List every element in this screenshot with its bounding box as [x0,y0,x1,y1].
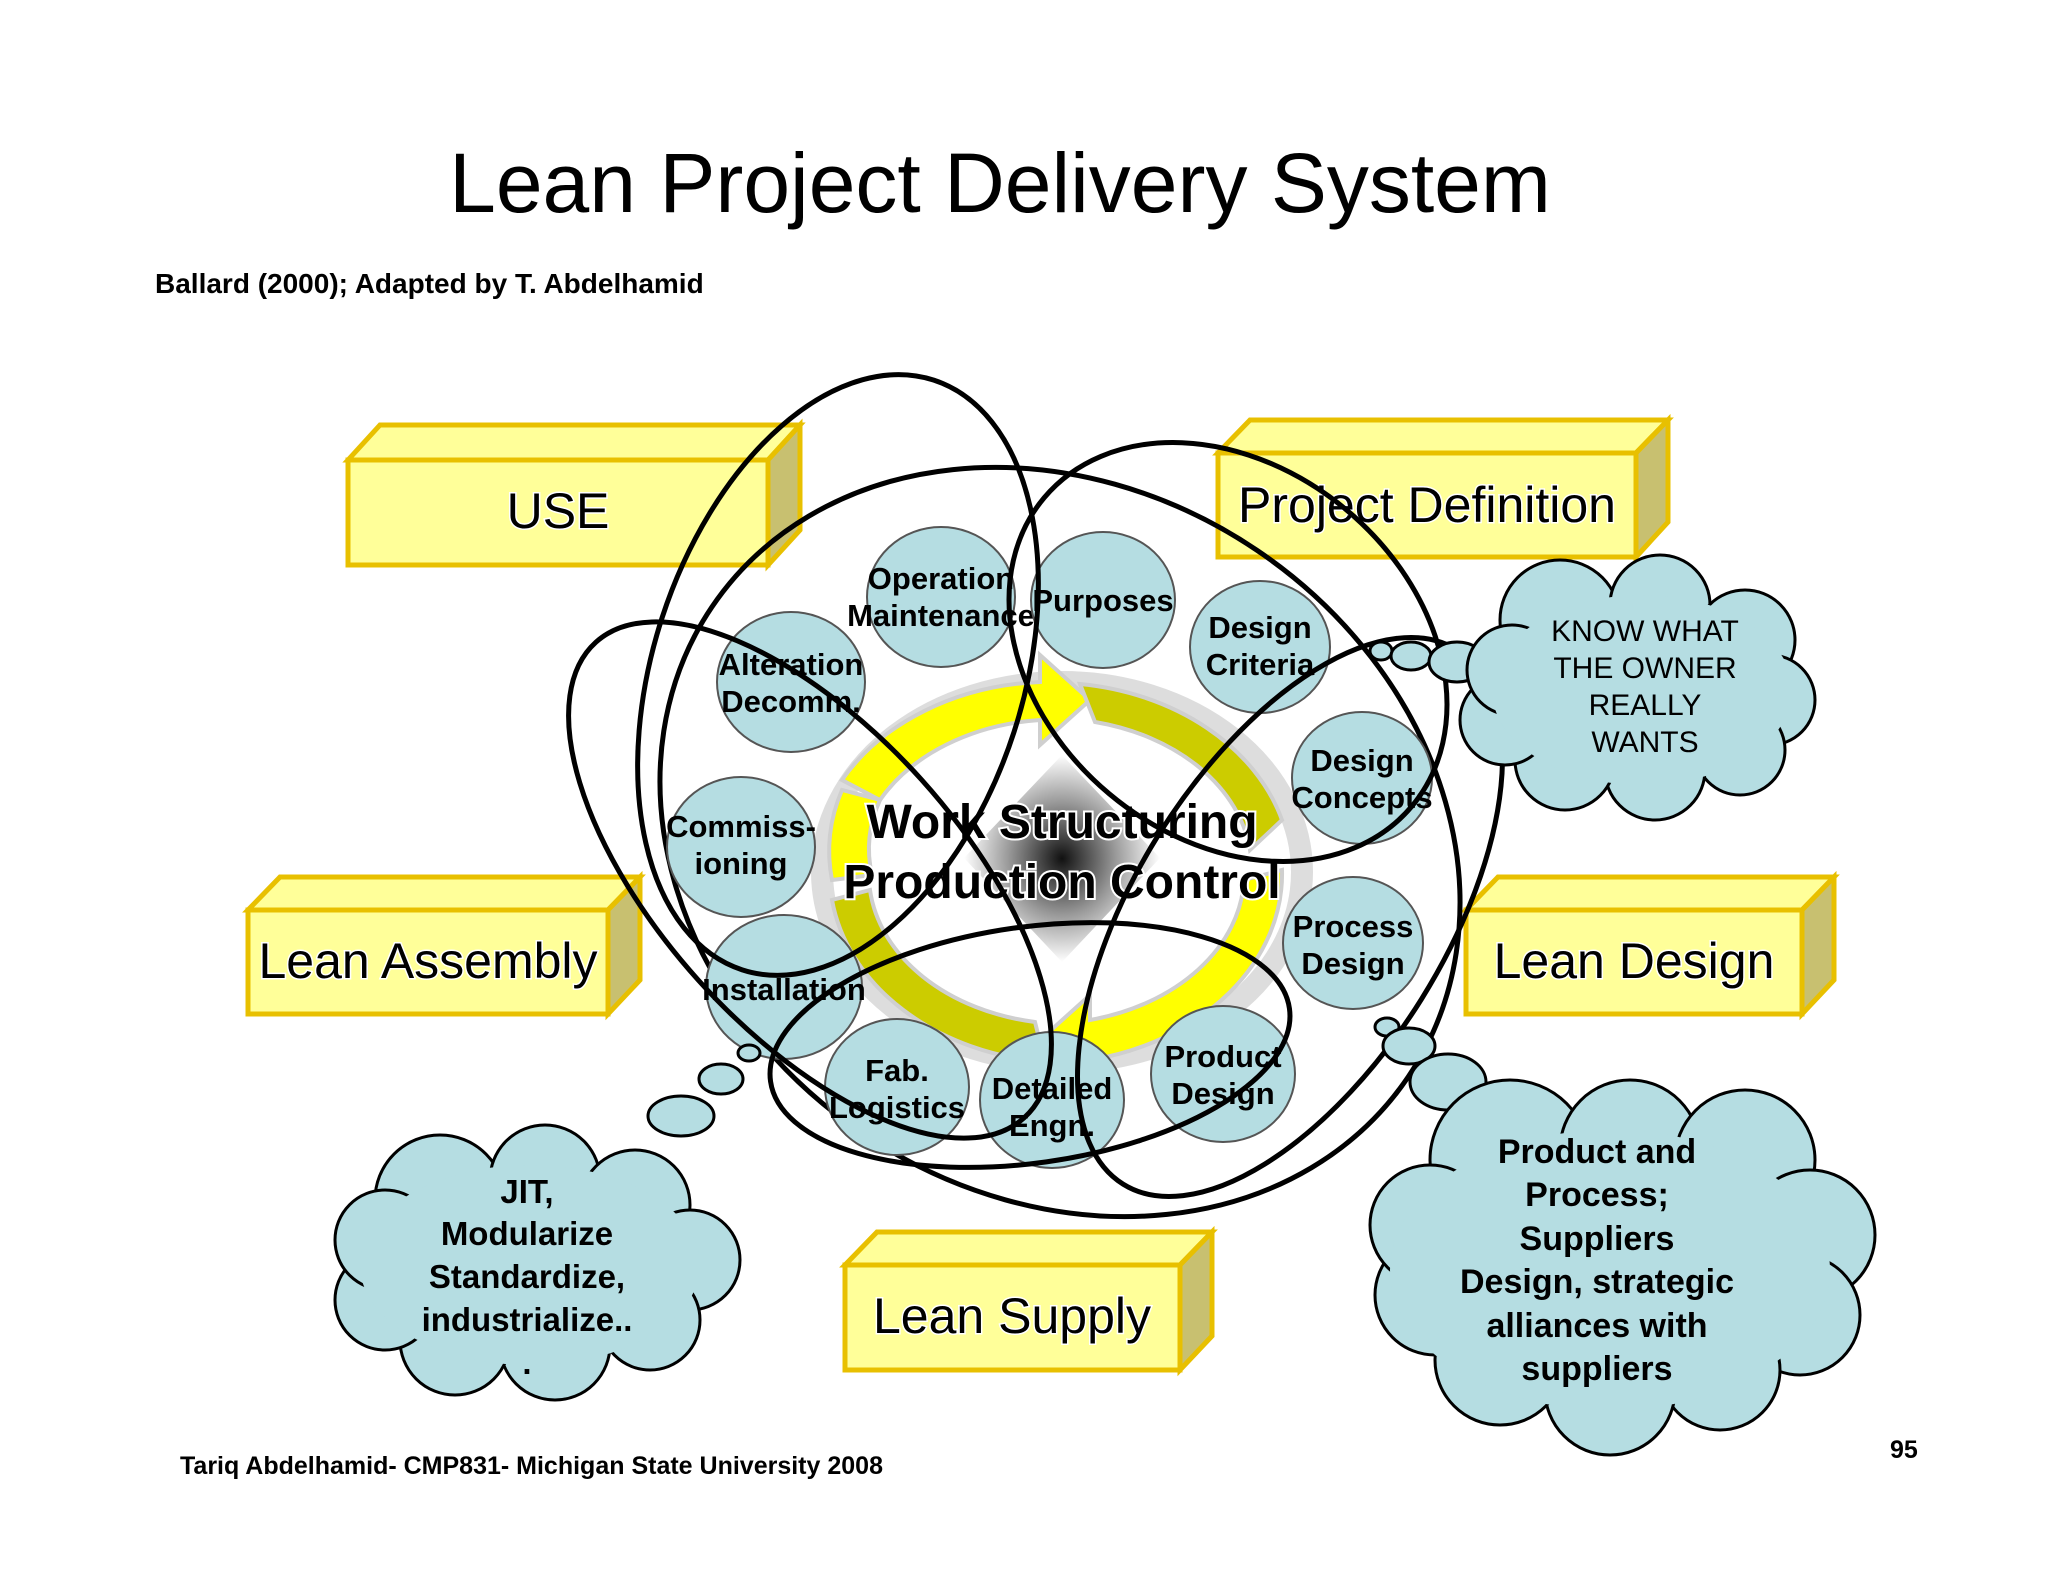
node-alteration-decomm: Alteration Decomm. [716,611,866,753]
attribution-text: Ballard (2000); Adapted by T. Abdelhamid [155,268,704,299]
loop-lean-assembly [566,619,1054,1141]
node-product-design: Product Design [1150,1005,1296,1143]
center-star [964,755,1160,962]
node-purposes: Purposes [1030,531,1176,669]
cloud-jit: JIT, Modularize Standardize, industriali… [333,1043,762,1402]
box-project-definition-label: Project Definition [1238,477,1616,533]
node-commissioning: Commiss- ioning [666,776,816,918]
box-lean-assembly: Lean Assembly [242,870,646,1021]
node-design-criteria: Design Criteria [1189,580,1331,714]
box-use-label: USE [507,483,610,539]
svg-text:Suppliers: Suppliers [1520,1220,1675,1258]
box-lean-supply: Lean Supply [839,1225,1218,1377]
arrow-upper-right [1076,681,1285,855]
svg-text:Logistics: Logistics [829,1090,965,1125]
svg-text:KNOW WHAT: KNOW WHAT [1551,615,1739,648]
svg-text:Criteria: Criteria [1206,647,1315,682]
box-use: USE [342,418,806,572]
cloud-owner: KNOW WHAT THE OWNER REALLY WANTS [1368,553,1817,822]
svg-text:Product and: Product and [1498,1133,1696,1171]
svg-text:THE OWNER: THE OWNER [1553,652,1736,685]
svg-text:Design: Design [1310,743,1413,778]
svg-text:Commiss-: Commiss- [666,809,816,844]
svg-text:Operation: Operation [868,561,1014,596]
loop-use [635,372,1041,978]
svg-text:Detailed: Detailed [992,1071,1113,1106]
node-design-concepts: Design Concepts [1291,711,1433,845]
svg-text:Purposes: Purposes [1032,583,1173,618]
svg-text:WANTS: WANTS [1591,726,1698,759]
box-lean-assembly-label: Lean Assembly [258,933,597,989]
node-fab-logistics: Fab. Logistics [824,1018,970,1156]
svg-text:Fab.: Fab. [865,1053,929,1088]
svg-text:ioning: ioning [695,846,788,881]
node-process-design: Process Design [1282,876,1424,1010]
svg-text:Product: Product [1164,1039,1281,1074]
node-operation-maintenance: Operation Maintenance [847,526,1035,668]
svg-text:Design: Design [1301,946,1404,981]
center-label-line2: Production Control [843,856,1280,909]
svg-text:Process;: Process; [1525,1176,1669,1214]
box-lean-design: Lean Design [1460,870,1840,1021]
svg-text:Design: Design [1208,610,1311,645]
page-title: Lean Project Delivery System [449,136,1551,230]
arrow-lower-left [829,887,1048,1065]
svg-text:REALLY: REALLY [1589,689,1702,722]
box-lean-design-label: Lean Design [1494,933,1775,989]
loop-project-definition [1006,440,1450,864]
box-project-definition: Project Definition [1212,413,1674,564]
svg-text:Alteration: Alteration [719,647,864,682]
svg-text:Maintenance: Maintenance [847,598,1035,633]
svg-text:JIT,: JIT, [500,1173,553,1210]
footer-text: Tariq Abdelhamid- CMP831- Michigan State… [180,1452,883,1480]
cloud-suppliers: Product and Process; Suppliers Design, s… [1368,1016,1877,1457]
arrow-left-segment [827,787,883,883]
page-number: 95 [1890,1436,1918,1464]
loop-lean-supply [767,920,1293,1170]
node-installation: Installation [702,914,866,1060]
svg-text:Design, strategic: Design, strategic [1460,1263,1734,1301]
svg-text:Standardize,: Standardize, [429,1258,625,1295]
svg-text:Process: Process [1293,909,1414,944]
svg-text:Modularize: Modularize [441,1215,613,1252]
svg-text:Installation: Installation [702,972,866,1007]
svg-text:industrialize..: industrialize.. [422,1301,633,1338]
center-label: Work Structuring Production Control [841,794,1282,911]
box-lean-supply-label: Lean Supply [873,1288,1151,1344]
center-label-line1: Work Structuring [866,796,1257,849]
svg-text:.: . [522,1344,531,1381]
svg-text:alliances with: alliances with [1486,1307,1707,1345]
svg-text:suppliers: suppliers [1521,1350,1672,1388]
